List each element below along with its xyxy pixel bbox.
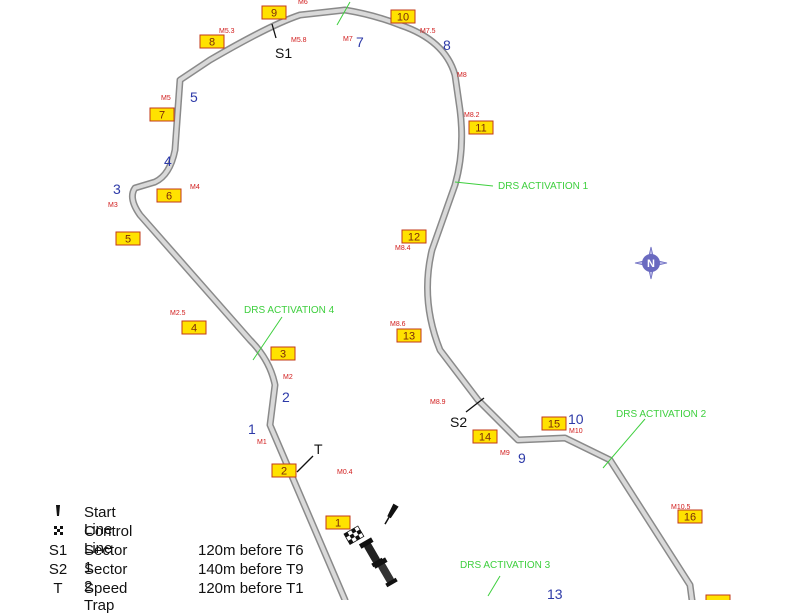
turn-3: 3 xyxy=(113,181,121,197)
drs-line-3 xyxy=(487,575,501,597)
marker-m7: M7 xyxy=(343,36,353,43)
drs-line-1 xyxy=(454,181,494,187)
sector-1-label: S1 xyxy=(275,45,292,61)
drs-zone-1: DRS ACTIVATION 1 xyxy=(498,181,589,192)
turn-8: 8 xyxy=(443,37,451,53)
start-line-icon xyxy=(46,504,70,524)
marshal-post-14: 14 xyxy=(472,429,498,444)
turn-7: 7 xyxy=(356,34,364,50)
drs-zone-4: DRS ACTIVATION 4 xyxy=(244,305,335,316)
turn-9: 9 xyxy=(518,450,526,466)
marshal-post-9: 9 xyxy=(261,5,287,20)
marker-m7-5: M7.5 xyxy=(420,28,436,35)
legend-detail: 120m before T1 xyxy=(198,580,304,597)
svg-text:4: 4 xyxy=(191,323,197,335)
svg-text:10: 10 xyxy=(397,12,409,24)
svg-text:12: 12 xyxy=(408,232,420,244)
turn-5: 5 xyxy=(190,89,198,105)
track xyxy=(128,6,696,600)
marker-m10: M10 xyxy=(569,428,583,435)
svg-text:5: 5 xyxy=(125,234,131,246)
drs-line-4 xyxy=(252,316,283,361)
turn-numbers: 1 2 3 4 5 7 8 9 10 13 xyxy=(113,34,584,600)
marshal-post-7: 7 xyxy=(149,107,175,122)
marker-m6: M6 xyxy=(298,0,308,6)
legend-symbol: T xyxy=(53,580,63,597)
start-line-icon xyxy=(384,503,399,525)
marker-m5-8: M5.8 xyxy=(291,37,307,44)
marshal-post-13: 13 xyxy=(396,328,422,343)
svg-text:7: 7 xyxy=(159,110,165,122)
control-line-icon xyxy=(46,523,70,543)
svg-text:15: 15 xyxy=(548,419,560,431)
legend-symbol: S2 xyxy=(48,561,68,578)
compass-icon: N xyxy=(634,246,668,280)
marker-m8-2: M8.2 xyxy=(464,112,480,119)
sector-2-label: S2 xyxy=(450,414,467,430)
drs-zones: DRS ACTIVATION 1 DRS ACTIVATION 4 DRS AC… xyxy=(244,1,707,597)
marker-m8-6: M8.6 xyxy=(390,321,406,328)
circuit-map: DRS ACTIVATION 1 DRS ACTIVATION 4 DRS AC… xyxy=(108,0,731,600)
svg-text:6: 6 xyxy=(166,191,172,203)
marker-m9: M9 xyxy=(500,450,510,457)
legend-label: Start Line xyxy=(84,504,116,538)
legend-label: Sector 1 xyxy=(84,542,128,576)
svg-text:9: 9 xyxy=(271,8,277,20)
control-line-icon xyxy=(343,525,365,545)
marker-m1: M1 xyxy=(257,439,267,446)
legend-detail: 140m before T9 xyxy=(198,561,304,578)
marker-m3: M3 xyxy=(108,202,118,209)
drs-zone-2: DRS ACTIVATION 2 xyxy=(616,409,707,420)
marker-m4: M4 xyxy=(190,184,200,191)
svg-text:11: 11 xyxy=(475,123,486,135)
turn-13: 13 xyxy=(547,586,563,600)
legend-symbol: S1 xyxy=(48,542,68,559)
legend-detail: 120m before T6 xyxy=(198,542,304,559)
svg-text:14: 14 xyxy=(479,432,491,444)
marshal-post-3: 3 xyxy=(270,346,296,361)
svg-text:1: 1 xyxy=(335,518,341,530)
svg-text:2: 2 xyxy=(281,466,287,478)
marker-m2: M2 xyxy=(283,374,293,381)
marker-m8: M8 xyxy=(457,72,467,79)
svg-text:13: 13 xyxy=(403,331,415,343)
marker-m0-4: M0.4 xyxy=(337,469,353,476)
marshal-post-6: 6 xyxy=(156,188,182,203)
car-icon xyxy=(372,557,398,588)
marshal-post-11: 11 xyxy=(468,120,494,135)
marshal-posts: 9 10 8 11 7 6 12 5 4 13 3 15 14 2 16 1 xyxy=(115,5,731,600)
speed-trap-label: T xyxy=(314,441,323,457)
marshal-post-16: 16 xyxy=(677,509,703,524)
marshal-post-12: 12 xyxy=(401,229,427,244)
drs-line-2 xyxy=(602,418,646,469)
distance-markers: M6 M5.3 M5.8 M7 M7.5 M8 M5 M8.2 M4 M3 M8… xyxy=(108,0,691,511)
marshal-post-5: 5 xyxy=(115,231,141,246)
drs-zone-3: DRS ACTIVATION 3 xyxy=(460,560,551,571)
marshal-post-4: 4 xyxy=(181,320,207,335)
marker-m2-5: M2.5 xyxy=(170,310,186,317)
svg-text:3: 3 xyxy=(280,349,286,361)
marker-m10-5: M10.5 xyxy=(671,504,691,511)
svg-text:8: 8 xyxy=(209,37,215,49)
turn-10: 10 xyxy=(568,411,584,427)
timing-lines: S1 S2 T xyxy=(271,23,485,473)
marshal-post-2: 2 xyxy=(271,463,297,478)
legend-label: Sector 2 xyxy=(84,561,128,595)
legend-label: Control Line xyxy=(84,523,133,557)
compass-label: N xyxy=(647,258,655,270)
legend-label: Speed Trap xyxy=(84,580,128,614)
turn-2: 2 xyxy=(282,389,290,405)
marker-m5-3: M5.3 xyxy=(219,28,235,35)
svg-text:16: 16 xyxy=(684,512,696,524)
marshal-post-15: 15 xyxy=(541,416,567,431)
marshal-post-partial xyxy=(705,594,731,600)
turn-4: 4 xyxy=(164,153,172,169)
turn-1: 1 xyxy=(248,421,256,437)
marshal-post-1: 1 xyxy=(325,515,351,530)
marshal-post-10: 10 xyxy=(390,9,416,24)
marker-m8-9: M8.9 xyxy=(430,399,446,406)
marker-m8-4: M8.4 xyxy=(395,245,411,252)
marker-m5: M5 xyxy=(161,95,171,102)
marshal-post-8: 8 xyxy=(199,34,225,49)
